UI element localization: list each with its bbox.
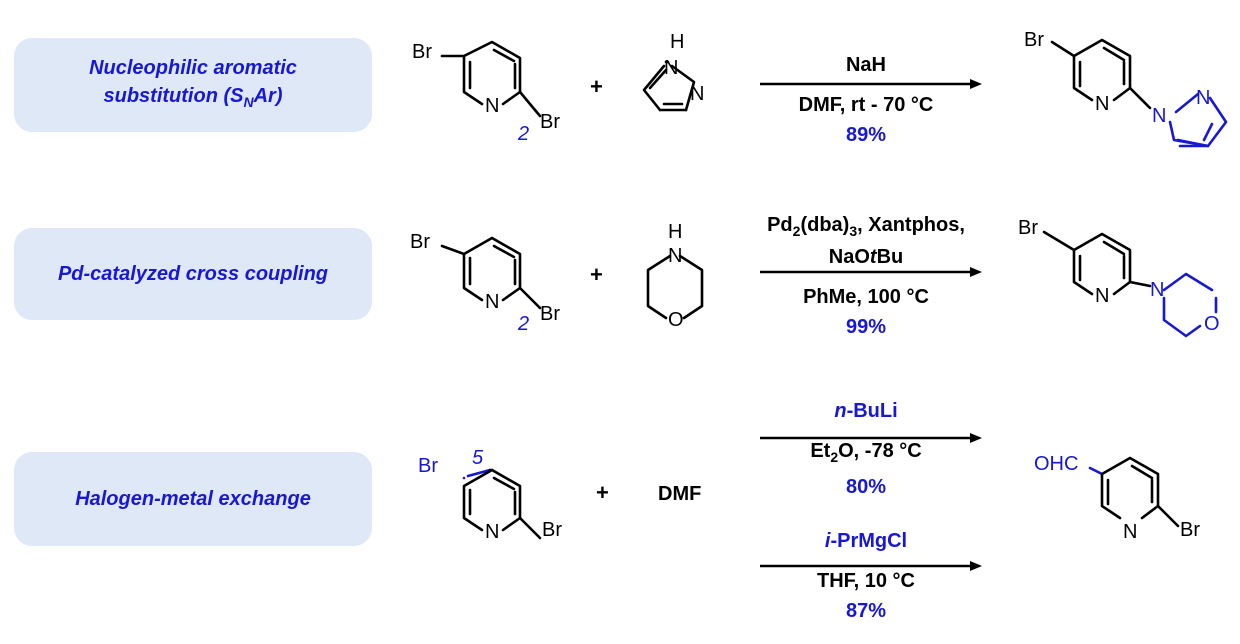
r2-below: PhMe, 100 °C [803, 286, 929, 308]
halogen-label: Halogen-metal exchange [75, 488, 311, 510]
morpholine-o: O [668, 309, 684, 331]
r2-above-line1: Pd2(dba)3, Xantphos, [767, 214, 965, 239]
r2-above-line2: NaOtBu [828, 246, 904, 268]
sm3-br2: Br [542, 519, 562, 541]
sm2-pyridine [440, 236, 542, 310]
sm3-n: N [485, 521, 499, 543]
r1-below: DMF, rt - 70 °C [798, 94, 934, 116]
p2-br: Br [1018, 217, 1038, 239]
sm1-br5: Br [412, 41, 432, 63]
p1-n-pyridine: N [1095, 93, 1109, 115]
pyrazole-h: H [670, 31, 684, 53]
sm3-pyridine [462, 468, 542, 540]
label-box-halogen: Halogen-metal exchange [14, 452, 372, 546]
r3-yield-a: 80% [845, 476, 887, 498]
plus-reaction2: + [590, 262, 603, 287]
r3-above-a: n-BuLi [834, 400, 898, 422]
pd-label: Pd-catalyzed cross coupling [57, 263, 329, 285]
pyrazole-n2: N [690, 83, 704, 105]
sm1-n: N [485, 95, 499, 117]
sm3-br5: Br [418, 455, 438, 477]
sm2-n: N [485, 291, 499, 313]
p3-n: N [1123, 521, 1137, 543]
sm2-br2: Br [540, 303, 560, 325]
snar-label-line1: Nucleophilic aromatic [89, 57, 297, 79]
plus-reaction3: + [596, 480, 609, 505]
product3-bromopyridine-aldehyde [1088, 456, 1180, 528]
r2-yield: 99% [845, 316, 887, 338]
product1-pyrazole-ring [1168, 92, 1228, 148]
sm1-pyridine [440, 40, 542, 118]
plus-reaction1: + [590, 74, 603, 99]
label-box-pd: Pd-catalyzed cross coupling [14, 228, 372, 320]
r1-above: NaH [845, 54, 886, 76]
sm1-br2: Br [540, 111, 560, 133]
snar-label-line2: substitution (SNAr) [103, 85, 283, 110]
r3-conditions-b: i-PrMgCl THF, 10 °C 87% [736, 528, 996, 624]
product2-bromopyridine [1042, 230, 1152, 296]
r3-yield-b: 87% [845, 600, 887, 622]
p1-br: Br [1024, 29, 1044, 51]
sm3-pos5: 5 [472, 447, 484, 469]
morpholine-n: N [668, 245, 682, 267]
product2-morpholine-ring [1162, 272, 1218, 338]
p2-n-morpholine: N [1150, 279, 1164, 301]
pyrazole-reagent [642, 60, 696, 112]
sm2-br5: Br [410, 231, 430, 253]
r3-conditions-a: n-BuLi Et2O, -78 °C 80% [736, 398, 996, 500]
p2-o-morpholine: O [1204, 313, 1220, 335]
sm1-pos2: 2 [517, 123, 529, 145]
pyrazole-n1: N [664, 57, 678, 79]
morpholine-reagent [646, 254, 704, 320]
label-box-snar: Nucleophilic aromatic substitution (SNAr… [14, 38, 372, 132]
dmf-reagent: DMF [658, 483, 701, 505]
product1-bromopyridyl-pyrazole [1050, 38, 1152, 110]
p2-n-pyridine: N [1095, 285, 1109, 307]
p1-n2: N [1196, 87, 1210, 109]
p1-n1: N [1152, 105, 1166, 127]
r3-below-b: THF, 10 °C [816, 570, 916, 592]
p3-ohc: OHC [1034, 453, 1078, 475]
r3-above-b: i-PrMgCl [824, 530, 908, 552]
r2-conditions: Pd2(dba)3, Xantphos, NaOtBu PhMe, 100 °C… [736, 212, 996, 340]
r3-below-a: Et2O, -78 °C [810, 440, 922, 465]
sm2-pos2: 2 [517, 313, 529, 335]
r1-conditions: NaH DMF, rt - 70 °C 89% [736, 52, 996, 148]
r1-yield: 89% [845, 124, 887, 146]
p3-br: Br [1180, 519, 1200, 541]
morpholine-h: H [668, 221, 682, 243]
